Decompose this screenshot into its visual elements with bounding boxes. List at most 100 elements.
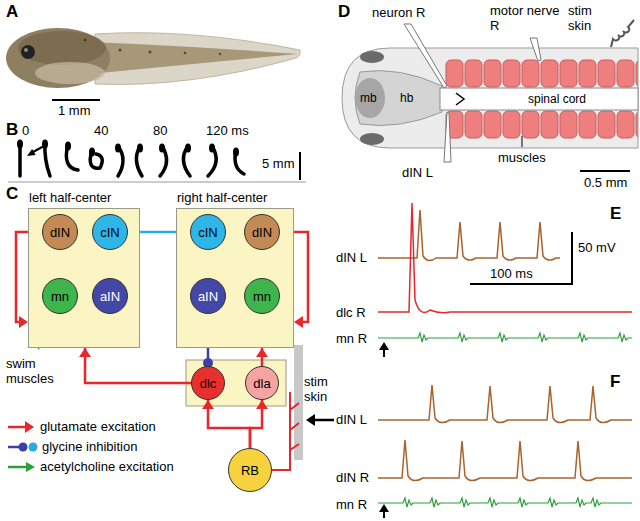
trace-label: dIN R bbox=[336, 470, 369, 485]
anatomy-label: mb bbox=[360, 91, 377, 105]
pointer-arrow bbox=[27, 146, 44, 156]
legend-sample bbox=[8, 421, 38, 472]
feedback-excitation bbox=[19, 316, 28, 328]
tadpole-outline bbox=[342, 48, 638, 148]
legend-sample bbox=[25, 421, 34, 433]
scale-bar bbox=[470, 232, 572, 284]
legend-sample bbox=[26, 462, 35, 472]
scale-label: 50 mV bbox=[578, 240, 616, 255]
scale-label: 0.5 mm bbox=[584, 175, 627, 190]
stimulus-label: stim skin bbox=[304, 374, 336, 404]
baseline bbox=[8, 182, 306, 183]
time-label: 40 bbox=[94, 123, 108, 138]
tadpole-outline bbox=[360, 133, 384, 145]
time-label: 120 ms bbox=[206, 123, 249, 138]
silhouette-head bbox=[17, 140, 23, 149]
trace-label: dIN R bbox=[336, 470, 369, 485]
stimulus-label: stim skin bbox=[568, 3, 608, 33]
neuron-label: RB bbox=[241, 463, 259, 478]
neuron-label: cIN bbox=[100, 225, 120, 240]
scale-label: 5 mm bbox=[262, 156, 295, 171]
box-heading: left half-center bbox=[29, 190, 111, 205]
half-center-box: left half-centerdINcINmnaIN bbox=[28, 208, 140, 348]
tadpole-outline bbox=[355, 71, 442, 126]
scale-label: 1 mm bbox=[58, 103, 91, 118]
panel-letter: C bbox=[6, 184, 18, 203]
electrode bbox=[530, 38, 541, 61]
legend-text: glutamate excitation bbox=[40, 419, 156, 434]
pointer-arrow bbox=[27, 149, 36, 156]
anatomy-label: spinal cord bbox=[528, 92, 586, 106]
neuron-label: dla bbox=[253, 376, 270, 391]
stimulus-label: stim skin bbox=[568, 3, 592, 33]
legend-sample bbox=[19, 443, 28, 452]
tadpole-photo bbox=[149, 51, 152, 54]
legend-sample bbox=[8, 466, 27, 469]
neuron-circle: dIN bbox=[42, 214, 78, 250]
legend-item: glycine inhibition bbox=[42, 439, 137, 454]
chevron bbox=[456, 93, 464, 105]
scale-bar bbox=[52, 99, 100, 101]
neuron-circle: dlc bbox=[191, 366, 225, 400]
silhouette-head bbox=[115, 144, 121, 153]
neuron-circle: cIN bbox=[190, 214, 226, 250]
time-label: 80 bbox=[153, 123, 167, 138]
neuron-circle: mn bbox=[42, 278, 78, 314]
stimulus-arrow bbox=[379, 342, 389, 357]
scale-bar bbox=[299, 152, 301, 180]
panel-letter: E bbox=[610, 204, 621, 223]
nerve-trace bbox=[378, 333, 632, 342]
connector-line bbox=[85, 348, 191, 383]
tadpole-photo bbox=[219, 53, 221, 55]
scale-label: 1 mm bbox=[58, 103, 91, 118]
trace-label: mn R bbox=[336, 497, 367, 512]
neuron-circle: aIN bbox=[92, 278, 128, 314]
neuron-label: aIN bbox=[100, 289, 120, 304]
tadpole-photo bbox=[84, 39, 87, 42]
tadpole-outline bbox=[355, 78, 385, 118]
neuron-circle: dla bbox=[245, 366, 279, 400]
time-label: 0 bbox=[22, 123, 29, 138]
stimulus-arrow bbox=[379, 504, 389, 518]
half-center-box: right half-centercINdINaINmn bbox=[176, 208, 294, 348]
tadpole-photo bbox=[21, 45, 35, 59]
trace-label: dIN L bbox=[336, 412, 367, 427]
neuron-label: mn bbox=[51, 289, 69, 304]
tadpole-photo bbox=[35, 62, 105, 84]
neuron-circle: aIN bbox=[190, 278, 226, 314]
anatomy-label: mb bbox=[360, 91, 377, 105]
sensory-pathway-box bbox=[186, 360, 286, 406]
legend-item: glutamate excitation bbox=[40, 419, 156, 434]
electrode-label: neuron R bbox=[372, 5, 425, 20]
spinal-cord bbox=[440, 88, 638, 110]
neuron-label: aIN bbox=[198, 289, 218, 304]
scale-label: 100 ms bbox=[490, 266, 533, 281]
time-label: 80 bbox=[153, 123, 167, 138]
pointer-arrow bbox=[33, 146, 44, 152]
leader-line bbox=[522, 136, 523, 147]
legend-sample bbox=[8, 446, 20, 449]
panel-letter: A bbox=[6, 2, 18, 21]
panel-letter: B bbox=[6, 120, 18, 139]
neuron-label: dIN bbox=[50, 225, 70, 240]
feedback-excitation bbox=[294, 316, 303, 328]
time-label: 0 bbox=[22, 123, 29, 138]
tadpole-photo bbox=[119, 49, 122, 52]
silhouette-head bbox=[185, 144, 191, 153]
stimulus-arrow bbox=[306, 414, 334, 426]
connector bbox=[79, 348, 191, 383]
trace-label: dIN L bbox=[336, 250, 367, 265]
nerve-trace bbox=[378, 498, 632, 507]
tadpole-photo bbox=[6, 28, 110, 88]
scale-label: 5 mm bbox=[262, 156, 295, 171]
anatomy-label: hb bbox=[400, 91, 413, 105]
target-label: swim muscles bbox=[6, 356, 64, 386]
tadpole-photo bbox=[184, 52, 187, 55]
silhouette-head bbox=[89, 148, 95, 157]
neuron-label: dIN bbox=[252, 225, 272, 240]
scale-label: 0.5 mm bbox=[584, 175, 627, 190]
time-label: 40 bbox=[94, 123, 108, 138]
electrode-label: dIN L bbox=[402, 165, 433, 180]
panel-letter: D bbox=[338, 2, 350, 21]
stimulus-arrow bbox=[379, 504, 389, 512]
